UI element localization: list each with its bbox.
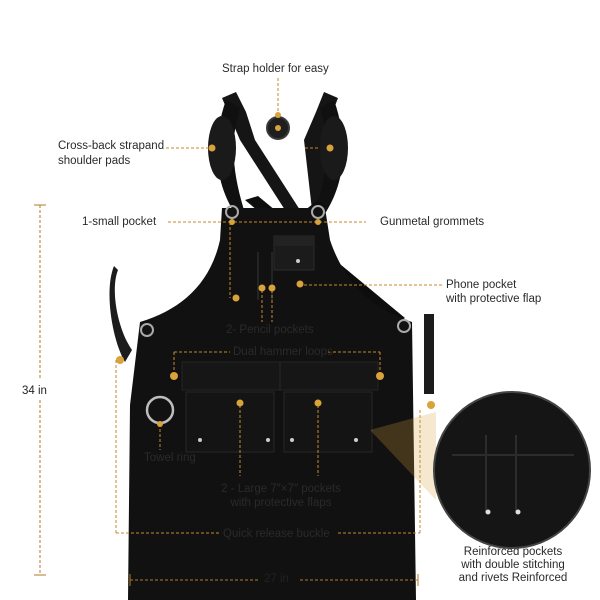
large-pocket-right: [283, 391, 373, 453]
label-reinforced-line2: with double stitching: [461, 559, 565, 571]
width-dimension: [129, 574, 419, 586]
label-phone-line1: Phone pocket: [446, 279, 517, 291]
label-towel-ring: Towel ring: [144, 452, 196, 464]
label-pencil-pockets: 2- Pencil pockets: [226, 324, 314, 336]
label-buckle: Quick release buckle: [223, 528, 330, 540]
label-phone-line2: with protective flap: [446, 293, 542, 305]
reinforced-pocket-zoom: [433, 391, 591, 549]
label-cross-back-line2: shoulder pads: [58, 155, 131, 167]
height-label: 34 in: [22, 385, 47, 397]
label-hammer-loops: Dual hammer loops: [233, 346, 333, 358]
label-reinforced-line1: Reinforced pockets: [463, 546, 563, 558]
label-large-line1: 2 - Large 7″×7″ pockets: [221, 483, 341, 495]
label-large-line2: with protective flaps: [230, 497, 332, 509]
label-small-pocket: 1-small pocket: [82, 216, 157, 228]
left-shoulder-pad: [208, 116, 236, 180]
grommet-right: [311, 205, 325, 219]
label-strap-holder: Strap holder for easy: [222, 63, 329, 75]
leader-lines: [115, 78, 442, 534]
width-label: 27 in: [264, 573, 289, 585]
height-dimension: [34, 204, 46, 576]
label-cross-back-line1: Cross-back strapand: [58, 140, 165, 152]
grommet-left: [225, 205, 239, 219]
large-pocket-left: [185, 391, 275, 453]
right-shoulder-pad: [320, 116, 348, 180]
label-grommets: Gunmetal grommets: [380, 216, 485, 228]
label-reinforced-line3: and rivets Reinforced: [458, 572, 568, 584]
